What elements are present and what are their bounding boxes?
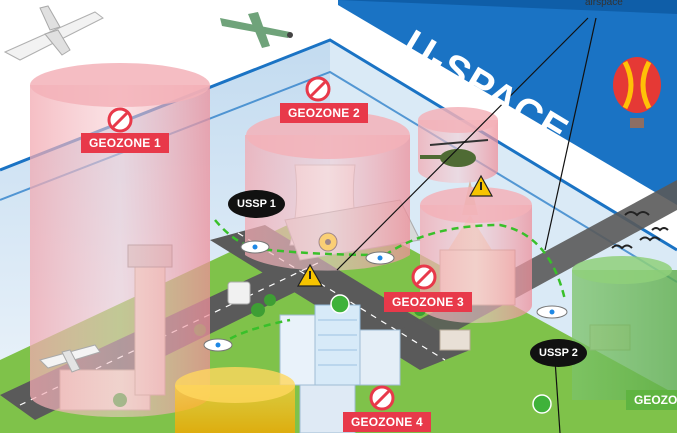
hot-air-balloon-icon xyxy=(613,57,661,128)
birds-icon xyxy=(611,211,669,250)
helipad-icon xyxy=(330,294,350,314)
airspace-callout: airspace xyxy=(585,0,623,8)
geozone-3-label: GEOZONE 3 xyxy=(384,292,472,312)
uspace-banner xyxy=(338,0,677,205)
helicopter-icon xyxy=(420,139,489,167)
small-plane-icon xyxy=(220,12,293,48)
geozone-2-label: GEOZONE 2 xyxy=(280,103,368,123)
callout-lines xyxy=(336,17,597,433)
airliner-icon xyxy=(3,5,104,61)
warning-triangle-icon xyxy=(296,174,494,287)
geozone-green-cylinder xyxy=(572,256,677,400)
geozone-1-label: GEOZONE 1 xyxy=(81,133,169,153)
ussp-2-badge: USSP 2 xyxy=(530,339,587,367)
no-entry-icon xyxy=(107,76,437,411)
geozone-2-cylinder xyxy=(245,111,410,271)
ussp-1-badge: USSP 1 xyxy=(228,190,285,218)
geozone-1-cylinder xyxy=(30,63,210,417)
office-tower xyxy=(314,304,361,386)
parked-plane-icon xyxy=(39,344,101,373)
geozone-5-label: GEOZON xyxy=(626,390,677,410)
geozone-4-label: GEOZONE 4 xyxy=(343,412,431,432)
geozone-4-cylinder xyxy=(175,367,295,433)
